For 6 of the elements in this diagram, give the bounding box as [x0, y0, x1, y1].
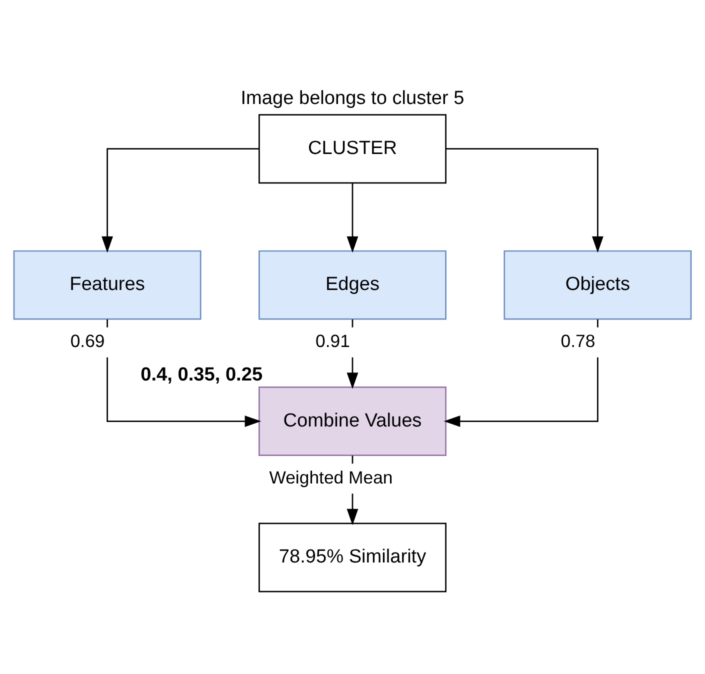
node-label: 0.4, 0.35, 0.25 [140, 364, 263, 386]
diagram-title: Image belongs to cluster 5 [240, 88, 464, 109]
edge-label: 0.78 [560, 330, 596, 351]
edge-label: 0.91 [316, 330, 350, 351]
edge-label: 0.69 [70, 330, 105, 351]
edge-label: Weighted Mean [269, 466, 393, 487]
